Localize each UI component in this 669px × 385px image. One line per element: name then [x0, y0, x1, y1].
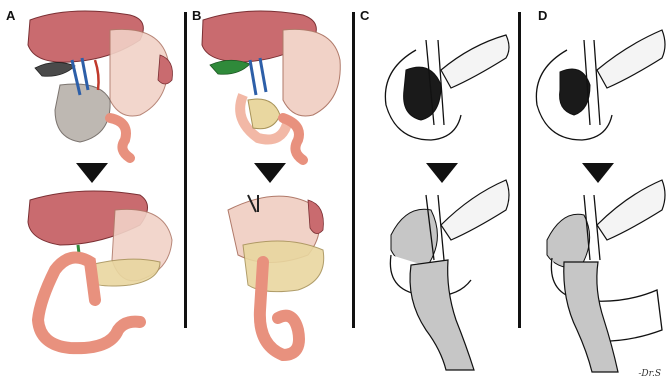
resection-area: [55, 84, 110, 142]
arrow-down-icon: [76, 163, 108, 183]
pancreas-body-bottom: [597, 180, 665, 240]
panel-d: D -Dr.S: [522, 0, 669, 385]
arrow-down-icon: [426, 163, 458, 183]
resection-remnant: [547, 214, 590, 268]
pancreas-head: [248, 99, 280, 129]
panel-c: C: [356, 0, 516, 385]
jejunal-limb: [410, 260, 474, 370]
gallbladder-shape: [35, 62, 75, 76]
panel-d-illustration: [522, 0, 669, 385]
artist-signature: -Dr.S: [638, 369, 661, 379]
divider-ab: [184, 12, 187, 328]
pancreas-body-bottom: [441, 180, 509, 240]
spleen-shape: [158, 55, 173, 84]
panel-a-illustration: [0, 0, 185, 385]
artery-vessel: [95, 60, 99, 90]
arrow-down-icon: [582, 163, 614, 183]
bowel-top: [110, 118, 130, 158]
pancreas-bottom: [90, 259, 160, 286]
portal-vessels: [250, 58, 266, 95]
arrow-down-icon: [254, 163, 286, 183]
panel-a: A: [0, 0, 185, 385]
panel-b-illustration: [188, 0, 353, 385]
spleen-bottom: [308, 200, 323, 234]
panel-b: B: [188, 0, 353, 385]
bowel-top: [283, 118, 303, 160]
divider-bc: [352, 12, 355, 328]
pancreas-body: [597, 30, 665, 88]
pancreas-body: [441, 35, 509, 88]
gallbladder-shape: [210, 60, 250, 74]
stomach-shape: [283, 29, 340, 116]
divider-cd: [518, 12, 521, 328]
panel-c-illustration: [356, 0, 516, 385]
pancreas-bottom: [243, 241, 324, 292]
